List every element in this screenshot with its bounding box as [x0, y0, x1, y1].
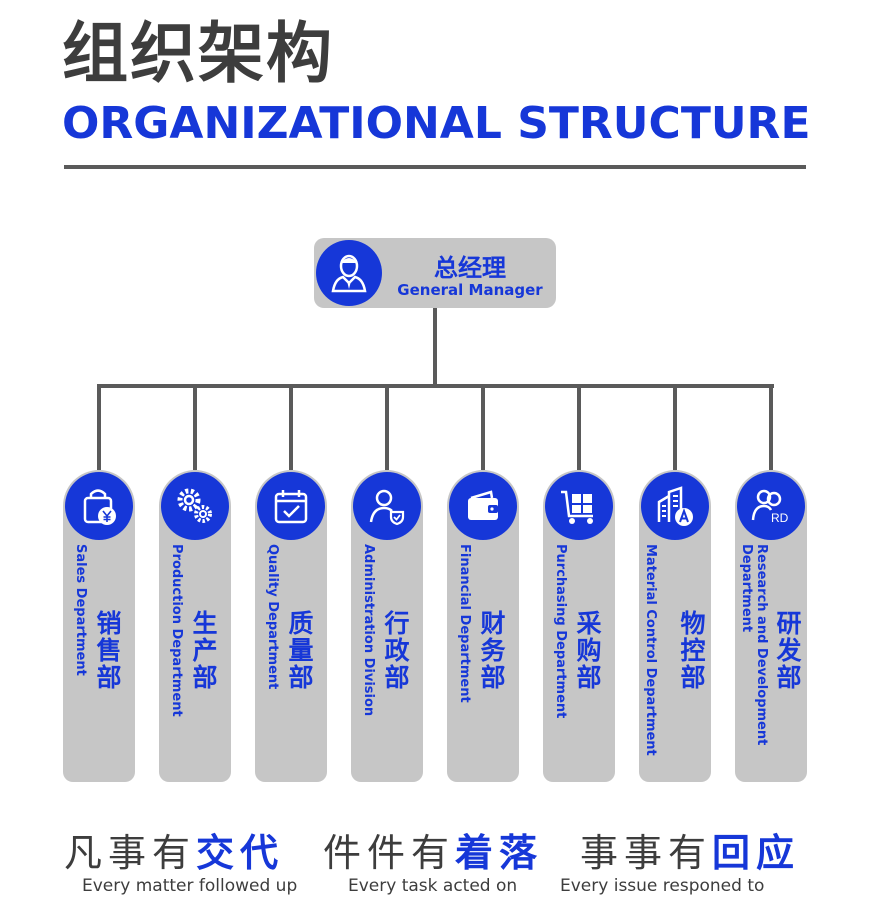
dept-en-label: Administration Division	[361, 544, 376, 717]
cart-boxes-icon	[545, 472, 613, 540]
dept-cn-label: 生产部	[189, 610, 218, 691]
connector-horizontal	[97, 384, 774, 388]
slogan-3-plain: 事事有	[580, 831, 713, 875]
dept-cn-label: 销售部	[93, 610, 122, 691]
connector-drop	[385, 386, 389, 470]
connector-drop	[481, 386, 485, 470]
dept-cn-label: 财务部	[477, 610, 506, 691]
dept-en-label: Quality Department	[265, 544, 280, 690]
slogan-2-highlight: 着落	[455, 831, 544, 875]
slogan-2-en: Every task acted on	[348, 876, 518, 896]
slogan-3-highlight: 回应	[712, 831, 801, 875]
dept-material-control: Material Control Department 物控部	[639, 386, 711, 786]
connector-drop	[673, 386, 677, 470]
warehouse-a-icon	[641, 472, 709, 540]
dept-en-label: Production Department	[169, 544, 184, 717]
dept-production: Production Department 生产部	[159, 386, 231, 786]
wallet-icon	[449, 472, 517, 540]
slogan-3-en: Every issue responed to	[560, 876, 765, 896]
slogan-2: 件件有着落	[323, 828, 543, 878]
general-manager-title-en: General Manager	[397, 281, 543, 299]
people-rd-icon: RD	[737, 472, 805, 540]
slogan-2-plain: 件件有	[323, 831, 456, 875]
dept-cn-label: 行政部	[381, 610, 410, 691]
connector-main	[433, 308, 437, 386]
slogan-3: 事事有回应	[580, 828, 800, 878]
slogan-1-plain: 凡事有	[64, 831, 197, 875]
connector-drop	[289, 386, 293, 470]
dept-administration: Administration Division 行政部	[351, 386, 423, 786]
page-title-cn: 组织架构	[62, 15, 334, 92]
dept-research-development: RD Research and Development Department 研…	[735, 386, 807, 786]
dept-cn-label: 物控部	[677, 610, 706, 691]
dept-cn-label: 研发部	[773, 610, 802, 691]
slogan-1: 凡事有交代	[64, 828, 284, 878]
manager-icon	[316, 240, 382, 306]
dept-cn-label: 质量部	[285, 610, 314, 691]
dept-en-label: Financial Department	[457, 544, 472, 703]
person-shield-icon	[353, 472, 421, 540]
dept-sales: Sales Department 销售部	[63, 386, 135, 786]
connector-drop	[577, 386, 581, 470]
general-manager-title-cn: 总经理	[434, 254, 506, 282]
dept-cn-label: 采购部	[573, 610, 602, 691]
connector-drop	[769, 386, 773, 470]
dept-quality: Quality Department 质量部	[255, 386, 327, 786]
connector-drop	[193, 386, 197, 470]
slogan-1-en: Every matter followed up	[82, 876, 298, 896]
slogan-1-highlight: 交代	[196, 831, 285, 875]
dept-en-label: Purchasing Department	[553, 544, 568, 719]
dept-financial: Financial Department 财务部	[447, 386, 519, 786]
gears-icon	[161, 472, 229, 540]
title-divider	[64, 165, 806, 169]
page-title-en: ORGANIZATIONAL STRUCTURE	[62, 98, 811, 149]
shopping-bag-yen-icon	[65, 472, 133, 540]
connector-drop	[97, 386, 101, 470]
dept-en-label: Material Control Department	[643, 544, 658, 756]
svg-text:RD: RD	[771, 511, 789, 525]
calendar-check-icon	[257, 472, 325, 540]
dept-en-label: Research and Development Department	[739, 544, 769, 746]
dept-en-label: Sales Department	[73, 544, 88, 676]
dept-purchasing: Purchasing Department 采购部	[543, 386, 615, 786]
